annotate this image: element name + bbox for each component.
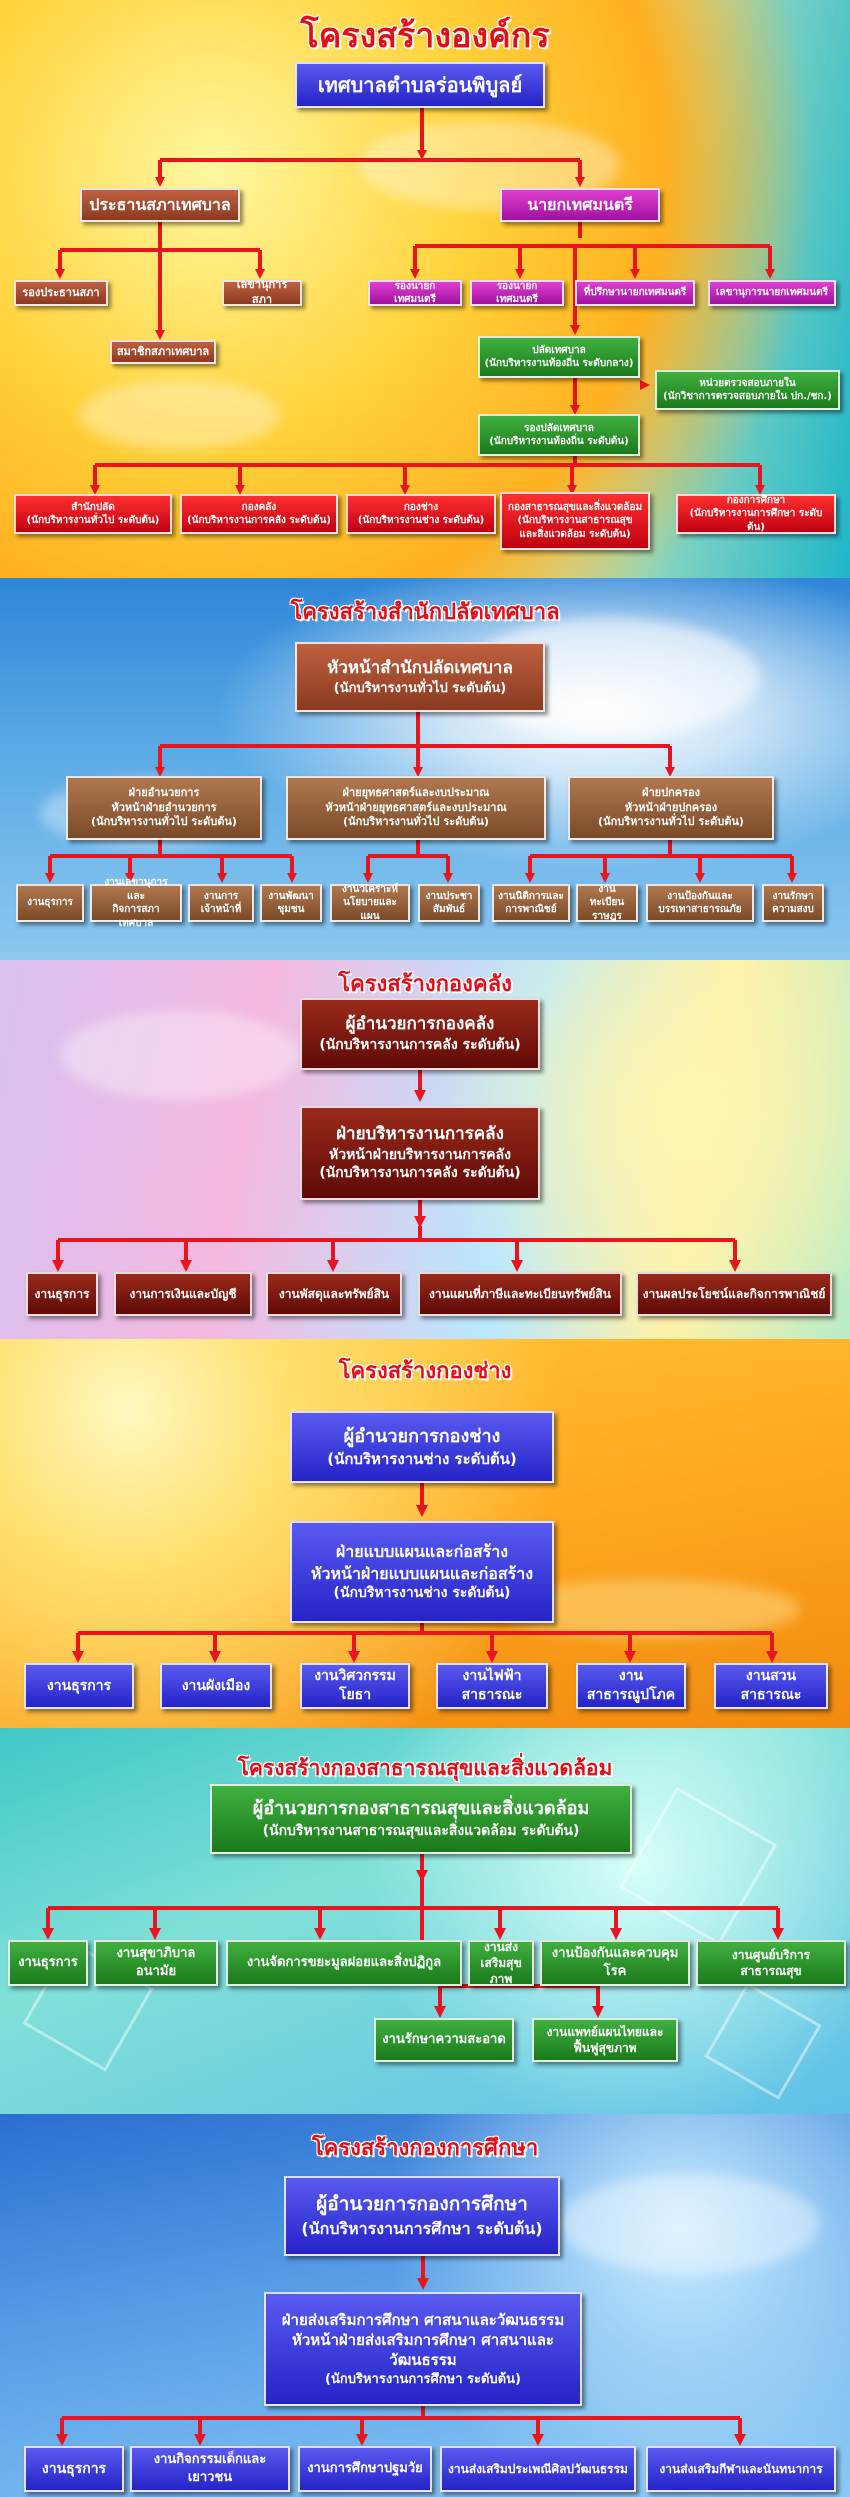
dept-clerk-office-box: สำนักปลัด(นักบริหารงานทั่วไป ระดับต้น) [14,494,172,534]
council-president-box: ประธานสภาเทศบาล [80,188,240,222]
engineering-title: โครงสร้างกองช่าง [338,1359,512,1384]
dept-health-box: กองสาธารณสุขและสิ่งแวดล้อม(นักบริหารงานส… [500,492,650,550]
council-members-box: สมาชิกสภาเทศบาล [110,340,216,364]
engineering-unit-civil: งานวิศวกรรมโยธา [300,1663,410,1709]
unit-personnel: งานการเจ้าหน้าที่ [188,884,254,922]
engineering-unit-public-lighting: งานไฟฟ้าสาธารณะ [436,1663,548,1709]
division-governance-box: ฝ่ายปกครองหัวหน้าฝ่ายปกครอง(นักบริหารงาน… [568,776,774,840]
education-unit-sports: งานส่งเสริมกีฬาและนันทนาการ [646,2446,836,2492]
education-title: โครงสร้างกองการศึกษา [311,2136,539,2161]
engineering-division-box: ฝ่ายแบบแผนและก่อสร้างหัวหน้าฝ่ายแบบแผนแล… [290,1521,554,1623]
clerk-office-connector-lines [45,712,797,883]
finance-unit-procurement: งานพัสดุและทรัพย์สิน [266,1272,402,1316]
engineering-connector-lines [72,1483,778,1663]
division-strategy-box: ฝ่ายยุทธศาสตร์และงบประมาณหัวหน้าฝ่ายยุทธ… [286,776,546,840]
cloud-decoration [560,2174,820,2274]
dept-engineering-box: กองช่าง(นักบริหารงานช่าง ระดับต้น) [346,494,496,534]
mayor-box: นายกเทศมนตรี [500,188,660,222]
unit-legal-commerce: งานนิติการและการพาณิชย์ [492,884,570,922]
health-title: โครงสร้างกองสาธารณสุขและสิ่งแวดล้อม [237,1756,613,1780]
health-unit-waste-management: งานจัดการขยะมูลฝอยและสิ่งปฏิกูล [226,1940,462,1986]
education-division-box: ฝ่ายส่งเสริมการศึกษา ศาสนาและวัฒนธรรมหัว… [264,2292,582,2406]
division-admin-box: ฝ่ายอำนวยการหัวหน้าฝ่ายอำนวยการ(นักบริหา… [66,776,262,840]
health-unit-sanitation: งานสุขาภิบาลอนามัย [94,1940,218,1986]
council-vp-box: รองประธานสภา [14,280,108,306]
clerk-office-section: โครงสร้างสำนักปลัดเทศบาล หัวหน้าสำนักปลั… [0,578,850,960]
cloud-decoration [60,1010,300,1100]
health-director-box: ผู้อำนวยการกองสาธารณสุขและสิ่งแวดล้อม(นั… [210,1784,632,1854]
municipality-box: เทศบาลตำบลร่อนพิบูลย์ [295,62,545,108]
finance-unit-general: งานธุรการ [26,1272,98,1316]
education-section: โครงสร้างกองการศึกษา ผู้อำนวยการกองการศึ… [0,2114,850,2497]
municipal-clerk-box: ปลัดเทศบาล(นักบริหารงานท้องถิ่น ระดับกลา… [478,336,640,378]
unit-council-secretariat: งานเลขานุการและกิจการสภาเทศบาล [90,877,182,929]
org-title: โครงสร้างองค์กร [300,16,550,56]
engineering-director-box: ผู้อำนวยการกองช่าง(นักบริหารงานช่าง ระดั… [290,1411,554,1483]
mayor-advisor-box: ที่ปรึกษานายกเทศมนตรี [575,280,695,306]
finance-unit-accounting: งานการเงินและบัญชี [114,1272,252,1316]
deputy-clerk-box: รองปลัดเทศบาล(นักบริหารงานท้องถิ่น ระดับ… [478,414,640,456]
org-connector-lines [55,108,775,495]
education-unit-culture: งานส่งเสริมประเพณีศิลปวัฒนธรรม [440,2446,636,2492]
council-secretary-box: เลขานุการสภา [222,278,302,306]
engineering-unit-city-planning: งานผังเมือง [160,1663,272,1709]
unit-policy-analysis: งานวิเคราะห์นโยบายและแผน [330,884,410,922]
finance-unit-tax-map: งานแผนที่ภาษีและทะเบียนทรัพย์สิน [418,1272,622,1316]
education-unit-youth-activities: งานกิจกรรมเด็กและเยาวชน [130,2446,290,2492]
education-unit-early-childhood: งานการศึกษาปฐมวัย [298,2446,432,2492]
cloud-decoration [80,380,280,450]
finance-director-box: ผู้อำนวยการกองคลัง(นักบริหารงานการคลัง ร… [300,998,540,1070]
unit-disaster-prevention: งานป้องกันและบรรเทาสาธารณภัย [646,884,754,922]
engineering-unit-general: งานธุรการ [24,1663,134,1709]
health-unit-cleaning: งานรักษาความสะอาด [374,2018,514,2062]
unit-community-development: งานพัฒนาชุมชน [260,884,322,922]
deputy-mayor-1-box: รองนายกเทศมนตรี [368,280,462,306]
finance-unit-revenue: งานผลประโยชน์และกิจการพาณิชย์ [636,1272,832,1316]
unit-peacekeeping: งานรักษาความสงบ [762,884,824,922]
unit-general-affairs: งานธุรการ [16,884,84,922]
dept-finance-box: กองคลัง(นักบริหารงานการคลัง ระดับต้น) [180,494,338,534]
health-unit-disease-control: งานป้องกันและควบคุมโรค [540,1940,690,1986]
mayor-secretary-box: เลขานุการนายกเทศมนตรี [708,280,836,306]
education-director-box: ผู้อำนวยการกองการศึกษา(นักบริหารงานการศึ… [284,2176,560,2256]
engineering-section: โครงสร้างกองช่าง ผู้อำนวยการกองช่าง(นักบ… [0,1339,850,1728]
org-structure-section: โครงสร้างองค์กร เทศบาลตำบลร่อนพิบูลย์ ปร… [0,0,850,578]
dept-education-box: กองการศึกษา(นักบริหารงานการศึกษา ระดับต้… [676,494,836,534]
clerk-office-title: โครงสร้างสำนักปลัดเทศบาล [290,600,560,625]
finance-division-box: ฝ่ายบริหารงานการคลังหัวหน้าฝ่ายบริหารงาน… [300,1106,540,1200]
unit-public-relations: งานประชาสัมพันธ์ [418,884,480,922]
finance-title: โครงสร้างกองคลัง [338,972,512,997]
unit-civil-registration: งานทะเบียนราษฎร [576,884,638,922]
finance-connector-lines [52,1070,741,1272]
engineering-unit-parks: งานสวนสาธารณะ [714,1663,828,1709]
finance-section: โครงสร้างกองคลัง ผู้อำนวยการกองคลัง(นักบ… [0,960,850,1339]
engineering-unit-utilities: งานสาธารณูปโภค [576,1663,686,1709]
deputy-mayor-2-box: รองนายกเทศมนตรี [470,280,564,306]
clerk-office-head-box: หัวหน้าสำนักปลัดเทศบาล(นักบริหารงานทั่วไ… [295,642,545,712]
health-unit-thai-medicine: งานแพทย์แผนไทยและฟื้นฟูสุขภาพ [532,2018,678,2062]
education-unit-general: งานธุรการ [24,2446,124,2492]
internal-audit-box: หน่วยตรวจสอบภายใน(นักวิชาการตรวจสอบภายใน… [655,370,840,410]
health-section: โครงสร้างกองสาธารณสุขและสิ่งแวดล้อม ผู้อ… [0,1728,850,2114]
health-unit-health-center: งานศูนย์บริการสาธารณสุข [696,1940,846,1986]
education-connector-lines [56,2256,746,2446]
health-unit-health-promotion: งานส่งเสริมสุขภาพ [468,1940,534,1986]
health-unit-general: งานธุรการ [8,1940,88,1986]
